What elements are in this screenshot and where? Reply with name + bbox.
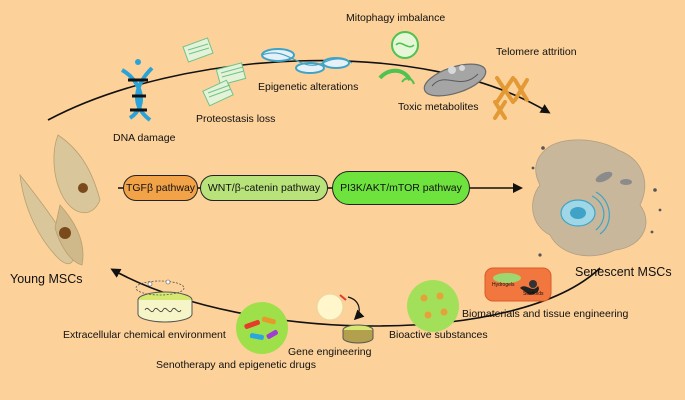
label-scaffolds: Scaffolds <box>523 291 544 297</box>
pill-pi3k-pathway: PI3K/AKT/mTOR pathway <box>332 171 470 205</box>
bioactive-substances-icon <box>407 280 459 332</box>
pill-wnt-pathway: WNT/β-catenin pathway <box>200 175 328 201</box>
label-telomere-attrition: Telomere attrition <box>496 46 577 58</box>
label-dna-damage: DNA damage <box>113 132 176 144</box>
gene-engineering-icon <box>316 293 374 344</box>
mitophagy-imbalance-icon <box>378 31 419 85</box>
label-biomaterials: Biomaterials and tissue engineering <box>462 308 629 320</box>
biomaterials-icon <box>484 267 552 302</box>
label-proteostasis-loss: Proteostasis loss <box>196 113 276 125</box>
label-toxic-metabolites: Toxic metabolites <box>398 101 479 113</box>
pill-tgfb-pathway: TGFβ pathway <box>123 175 198 201</box>
senotherapy-drugs-icon <box>236 302 288 354</box>
label-mitophagy-imbalance: Mitophagy imbalance <box>346 12 446 24</box>
epigenetic-alterations-icon <box>261 48 353 74</box>
label-extracellular-environment: Extracellular chemical environment <box>63 329 226 341</box>
top-arc-arrow <box>47 59 551 121</box>
label-senotherapy: Senotherapy and epigenetic drugs <box>156 359 316 371</box>
dna-damage-icon <box>120 59 154 122</box>
label-epigenetic-alterations: Epigenetic alterations <box>258 81 359 93</box>
senescent-msc-cell <box>531 139 662 257</box>
young-msc-cells <box>19 134 101 266</box>
proteostasis-loss-icon <box>182 37 247 107</box>
label-gene-engineering: Gene engineering <box>288 346 372 358</box>
extracellular-environment-icon <box>135 279 193 323</box>
label-senescent-mscs: Senescent MSCs <box>575 265 672 279</box>
label-bioactive-substances: Bioactive substances <box>389 329 488 341</box>
toxic-metabolites-icon <box>423 63 487 97</box>
label-young-mscs: Young MSCs <box>10 272 83 286</box>
label-hydrogels: Hydrogels <box>492 282 515 288</box>
telomere-attrition-icon <box>493 76 529 120</box>
